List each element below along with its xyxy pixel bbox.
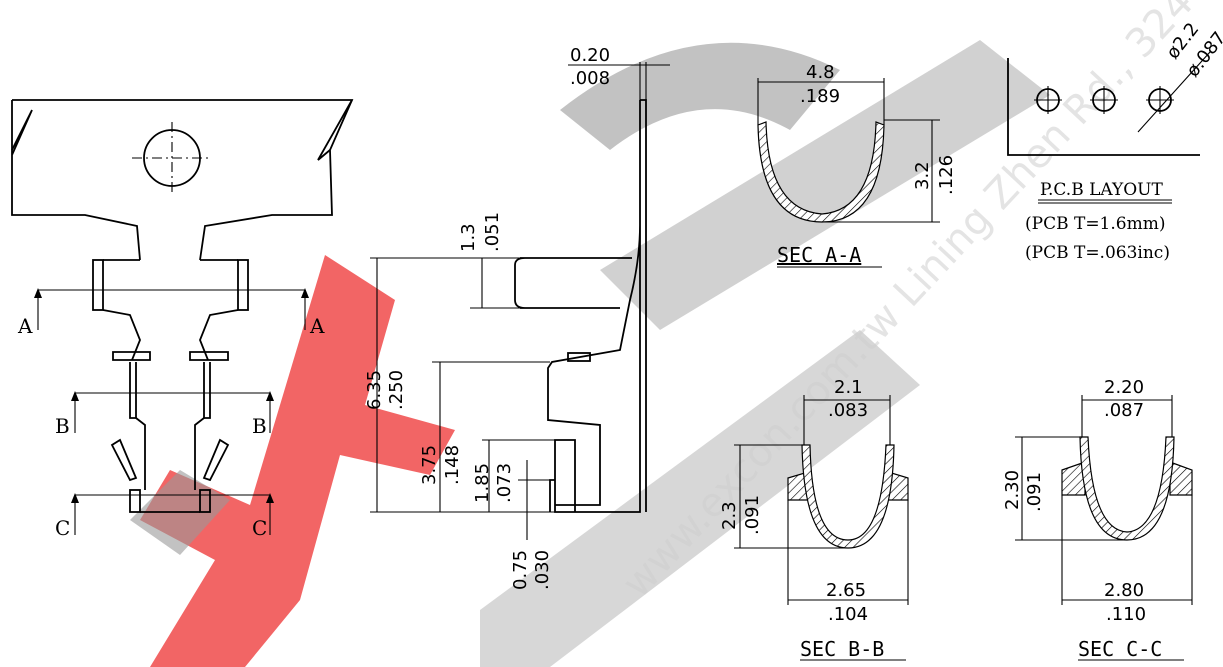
sec-c-top-mm: 2.20	[1104, 377, 1144, 398]
sec-b-bottom-in: .104	[828, 604, 868, 625]
sec-b-height-mm: 2.3	[719, 501, 740, 530]
pcb-hole-leader	[1137, 51, 1211, 133]
pcb-title: P.C.B LAYOUT	[1040, 180, 1163, 200]
watermark-red-shape	[140, 255, 455, 667]
side-profile	[514, 99, 647, 513]
section-label-a-right: A	[309, 314, 325, 338]
sec-b-title: SEC B-B	[800, 637, 884, 661]
sec-c-left-tab	[1061, 461, 1086, 496]
dim-0-75-mm: 0.75	[510, 550, 531, 590]
sec-a-profile	[757, 121, 885, 223]
dim-6-35-mm: 6.35	[364, 370, 385, 410]
sec-b-bottom-mm: 2.65	[826, 580, 866, 601]
dim-0-75-in: .030	[532, 550, 553, 590]
front-body-left	[92, 259, 104, 311]
pcb-note-in: (PCB T=.063inc)	[1025, 243, 1170, 263]
sec-c-height-in: .091	[1024, 472, 1045, 512]
front-body-right	[237, 259, 249, 311]
dim-1-85-in: .073	[494, 463, 515, 503]
pcb-hole-1	[1034, 86, 1062, 114]
sec-b-top-in: .083	[828, 400, 868, 421]
dim-thickness-in: .008	[570, 68, 610, 89]
front-top-plate	[11, 99, 354, 261]
section-label-b-right: B	[252, 414, 267, 438]
section-label-a-left: A	[17, 314, 33, 338]
section-label-b-left: B	[55, 414, 70, 438]
dim-1-3-mm: 1.3	[458, 223, 479, 252]
sec-c-bottom-in: .110	[1106, 604, 1146, 625]
sec-c-title: SEC C-C	[1078, 637, 1162, 661]
watermark-gray-band-2	[480, 330, 920, 667]
sec-a-height-mm: 3.2	[912, 161, 933, 190]
watermark-gray-arc	[560, 42, 840, 150]
dim-6-35-in: .250	[386, 370, 407, 410]
section-b-b: 2.1 .083 2.3 .091 2.65 .104 SEC B-B	[719, 377, 909, 661]
pcb-hole-2	[1090, 86, 1118, 114]
sec-c-right-tab	[1169, 461, 1193, 496]
sec-a-title: SEC A-A	[777, 243, 861, 267]
front-view: A A B B C C	[11, 99, 354, 540]
section-label-c-right: C	[252, 516, 267, 540]
pcb-hole-3	[1146, 86, 1174, 114]
sec-c-height-mm: 2.30	[1002, 470, 1023, 510]
section-label-c-left: C	[55, 516, 70, 540]
sec-a-height-in: .126	[936, 155, 957, 195]
dim-1-85-mm: 1.85	[472, 463, 493, 503]
sec-a-width-in: .189	[800, 86, 840, 107]
sec-c-top-in: .087	[1104, 400, 1144, 421]
sec-c-profile	[1079, 436, 1175, 541]
sec-c-bottom-mm: 2.80	[1104, 580, 1144, 601]
section-c-c: 2.20 .087 2.30 .091 2.80 .110 SEC C-C	[1002, 377, 1193, 661]
sec-b-height-in: .091	[742, 495, 763, 535]
watermark-gray-band	[600, 40, 1050, 330]
dim-3-75-mm: 3.75	[419, 445, 440, 485]
side-view: 0.20 .008 1.3 .051 6.35 .250 3.75 .148 1…	[364, 45, 670, 590]
sec-a-width-mm: 4.8	[806, 62, 835, 83]
pcb-note-mm: (PCB T=1.6mm)	[1025, 214, 1165, 234]
sec-b-top-mm: 2.1	[834, 377, 863, 398]
section-a-a: 4.8 .189 3.2 .126 SEC A-A	[757, 62, 957, 268]
dim-3-75-in: .148	[442, 445, 463, 485]
dim-thickness-mm: 0.20	[570, 45, 610, 66]
front-right-notch	[317, 99, 353, 161]
dim-1-3-in: .051	[482, 212, 503, 252]
pcb-frame	[1007, 58, 1200, 156]
